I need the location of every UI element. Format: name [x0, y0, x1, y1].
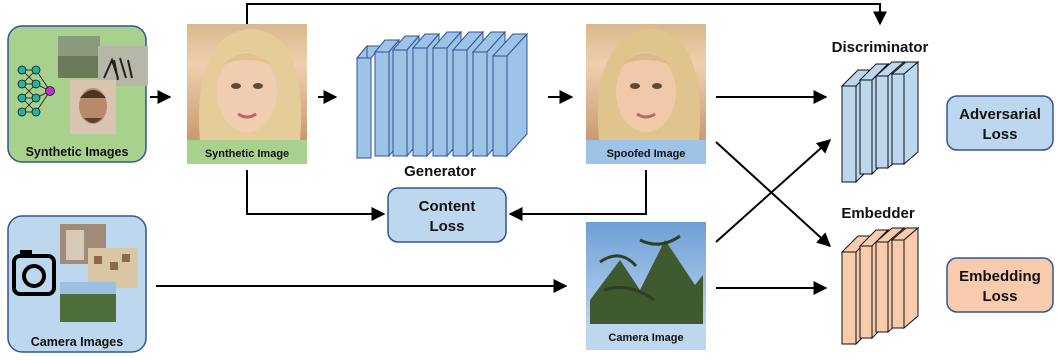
synthetic-images-label: Synthetic Images: [26, 145, 129, 159]
synthetic-image-label: Synthetic Image: [205, 148, 289, 160]
camera-image-tile: Camera Image: [586, 222, 706, 350]
embedding-loss-line1: Embedding: [959, 268, 1041, 285]
neural-network-icon: [17, 65, 55, 117]
arrow-synthetic-to-content-loss: [246, 170, 386, 221]
content-loss-line1: Content: [419, 198, 476, 215]
spoofed-image-tile: Spoofed Image: [586, 24, 706, 164]
arrow-spoofed-to-content-loss: [508, 170, 647, 221]
embedder-layer: [890, 226, 920, 330]
synthetic-images-box: Synthetic Images: [7, 25, 148, 163]
embedder-block: [840, 226, 920, 346]
camera-icon: [12, 250, 56, 296]
generator-layer: [355, 44, 383, 160]
discriminator-layer: [890, 60, 920, 166]
arrow-synthetic-to-discriminator: [246, 3, 887, 26]
discriminator-label: Discriminator: [832, 39, 929, 56]
embedding-loss-box: Embedding Loss: [946, 257, 1054, 313]
generator-layer: [491, 32, 529, 158]
embedding-loss-line2: Loss: [982, 288, 1017, 305]
arrow-spoofed-to-embedder: [715, 141, 832, 247]
generator-block: [355, 30, 529, 160]
content-loss-line2: Loss: [429, 218, 464, 235]
adversarial-loss-line2: Loss: [982, 126, 1017, 143]
content-loss-box: Content Loss: [387, 187, 507, 243]
adversarial-loss-line1: Adversarial: [959, 106, 1041, 123]
camera-image-label: Camera Image: [608, 332, 683, 344]
camera-images-label: Camera Images: [31, 335, 123, 349]
camera-images-box: Camera Images: [7, 215, 147, 353]
synthetic-image-tile: Synthetic Image: [187, 24, 307, 164]
discriminator-block: [840, 60, 920, 184]
spoofed-image-label: Spoofed Image: [607, 148, 686, 160]
embedder-label: Embedder: [841, 205, 915, 222]
arrow-camera-to-discriminator: [715, 139, 832, 243]
adversarial-loss-box: Adversarial Loss: [946, 95, 1054, 151]
generator-label: Generator: [404, 163, 476, 180]
